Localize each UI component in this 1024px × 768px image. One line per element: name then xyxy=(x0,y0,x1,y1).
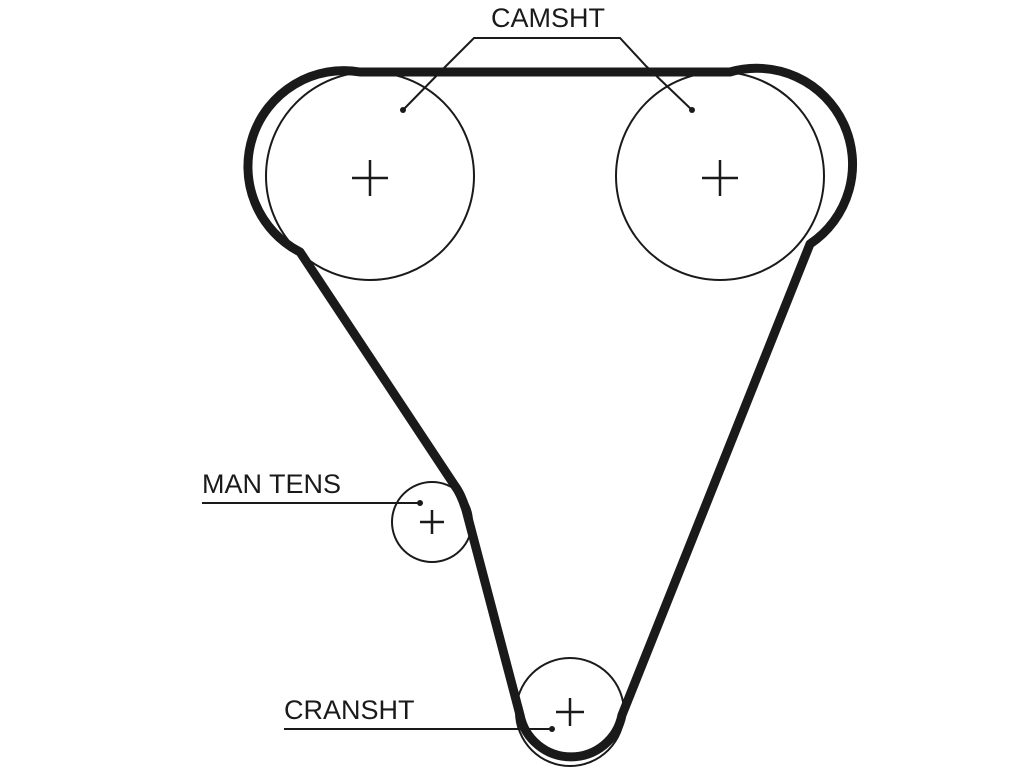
tensioner-label: MAN TENS xyxy=(202,469,341,499)
crankshaft-label: CRANSHT xyxy=(284,695,415,725)
camshaft-leader xyxy=(400,37,695,113)
camshaft-label: CAMSHT xyxy=(491,3,605,33)
camshaft-pulley-right xyxy=(615,71,825,281)
crankshaft-pulley xyxy=(515,657,625,767)
crankshaft-leader xyxy=(284,726,555,732)
timing-belt xyxy=(243,63,858,762)
tensioner-leader xyxy=(202,500,423,506)
